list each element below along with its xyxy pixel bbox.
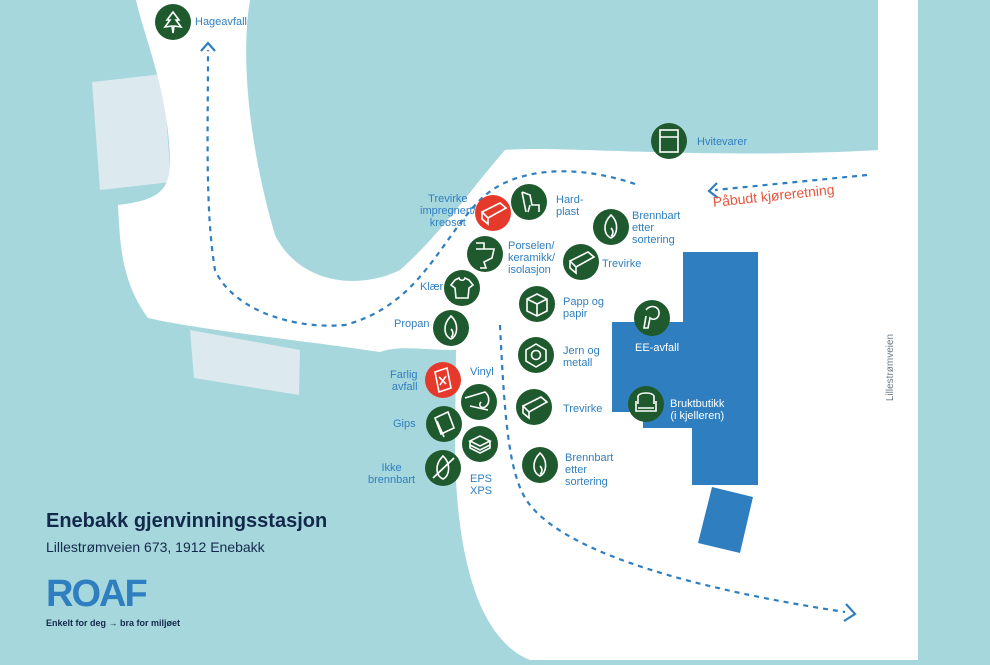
station-label-jern: Jern og metall bbox=[563, 345, 600, 369]
road-name-label: Lillestrømveien bbox=[885, 333, 897, 402]
small-building bbox=[698, 487, 753, 553]
station-label-ikke-brennbart: Ikke brennbart bbox=[368, 462, 416, 486]
address: Lillestrømveien 673, 1912 Enebakk bbox=[46, 539, 265, 555]
flame-icon[interactable] bbox=[593, 209, 629, 245]
station-label-trevirke-2: Trevirke bbox=[563, 403, 603, 415]
station-label-trevirke-1: Trevirke bbox=[602, 258, 642, 270]
chair-icon[interactable] bbox=[511, 184, 547, 220]
station-label-hardplast: Hard- plast bbox=[556, 194, 584, 218]
hairdryer-icon[interactable] bbox=[634, 300, 670, 336]
main-road bbox=[878, 0, 918, 660]
eps-block-icon[interactable] bbox=[462, 426, 498, 462]
station-label-ee-avfall: EE-avfall bbox=[635, 342, 680, 354]
station-label-papp: Papp og papir bbox=[563, 296, 604, 320]
plank-icon[interactable] bbox=[563, 244, 599, 280]
plank-icon[interactable] bbox=[475, 195, 511, 231]
plasterboard-icon[interactable] bbox=[426, 406, 462, 442]
flame-icon[interactable] bbox=[433, 310, 469, 346]
box-icon[interactable] bbox=[519, 286, 555, 322]
brand-tagline: Enkelt for deg → bra for miljøet bbox=[46, 618, 181, 628]
station-label-hageavfall: Hageavfall bbox=[195, 16, 247, 28]
station-label-brennbart-2: Brennbart etter sortering bbox=[565, 452, 614, 488]
station-label-klaer: Klær bbox=[420, 281, 444, 293]
toilet-icon[interactable] bbox=[467, 236, 503, 272]
grey-building-north bbox=[92, 74, 171, 190]
plank-icon[interactable] bbox=[516, 389, 552, 425]
fridge-icon[interactable] bbox=[651, 123, 687, 159]
station-label-hvitevarer: Hvitevarer bbox=[697, 136, 748, 148]
station-label-eps-xps: EPS XPS bbox=[470, 473, 493, 497]
brand-logo: ROAF bbox=[46, 573, 148, 615]
leaf-icon[interactable] bbox=[155, 4, 191, 40]
flame-icon[interactable] bbox=[522, 447, 558, 483]
station-label-brennbart-1: Brennbart etter sortering bbox=[632, 210, 681, 246]
vinyl-roll-icon[interactable] bbox=[461, 384, 497, 420]
station-label-porselen: Porselen/ keramikk/ isolasjon bbox=[508, 240, 556, 276]
station-label-bruktbutikk: Bruktbutikk (i kjelleren) bbox=[670, 398, 725, 422]
road-area bbox=[118, 0, 880, 660]
driving-route-lines bbox=[206, 49, 868, 614]
hazard-can-icon[interactable] bbox=[425, 362, 461, 398]
no-flame-icon[interactable] bbox=[425, 450, 461, 486]
armchair-icon[interactable] bbox=[628, 386, 664, 422]
station-label-propan: Propan bbox=[394, 318, 430, 330]
map-title: Enebakk gjenvinningsstasjon bbox=[46, 510, 328, 532]
main-building bbox=[612, 252, 758, 485]
station-label-trevirke-impregnert: Trevirke impregnert/ kreosot bbox=[420, 193, 476, 229]
grey-building-south bbox=[190, 330, 300, 395]
station-label-gips: Gips bbox=[393, 418, 416, 430]
nut-icon[interactable] bbox=[518, 337, 554, 373]
station-label-vinyl: Vinyl bbox=[470, 366, 494, 378]
route-arrowheads bbox=[200, 41, 857, 622]
shirt-icon[interactable] bbox=[444, 270, 480, 306]
station-label-farlig-avfall: Farlig avfall bbox=[390, 369, 418, 393]
